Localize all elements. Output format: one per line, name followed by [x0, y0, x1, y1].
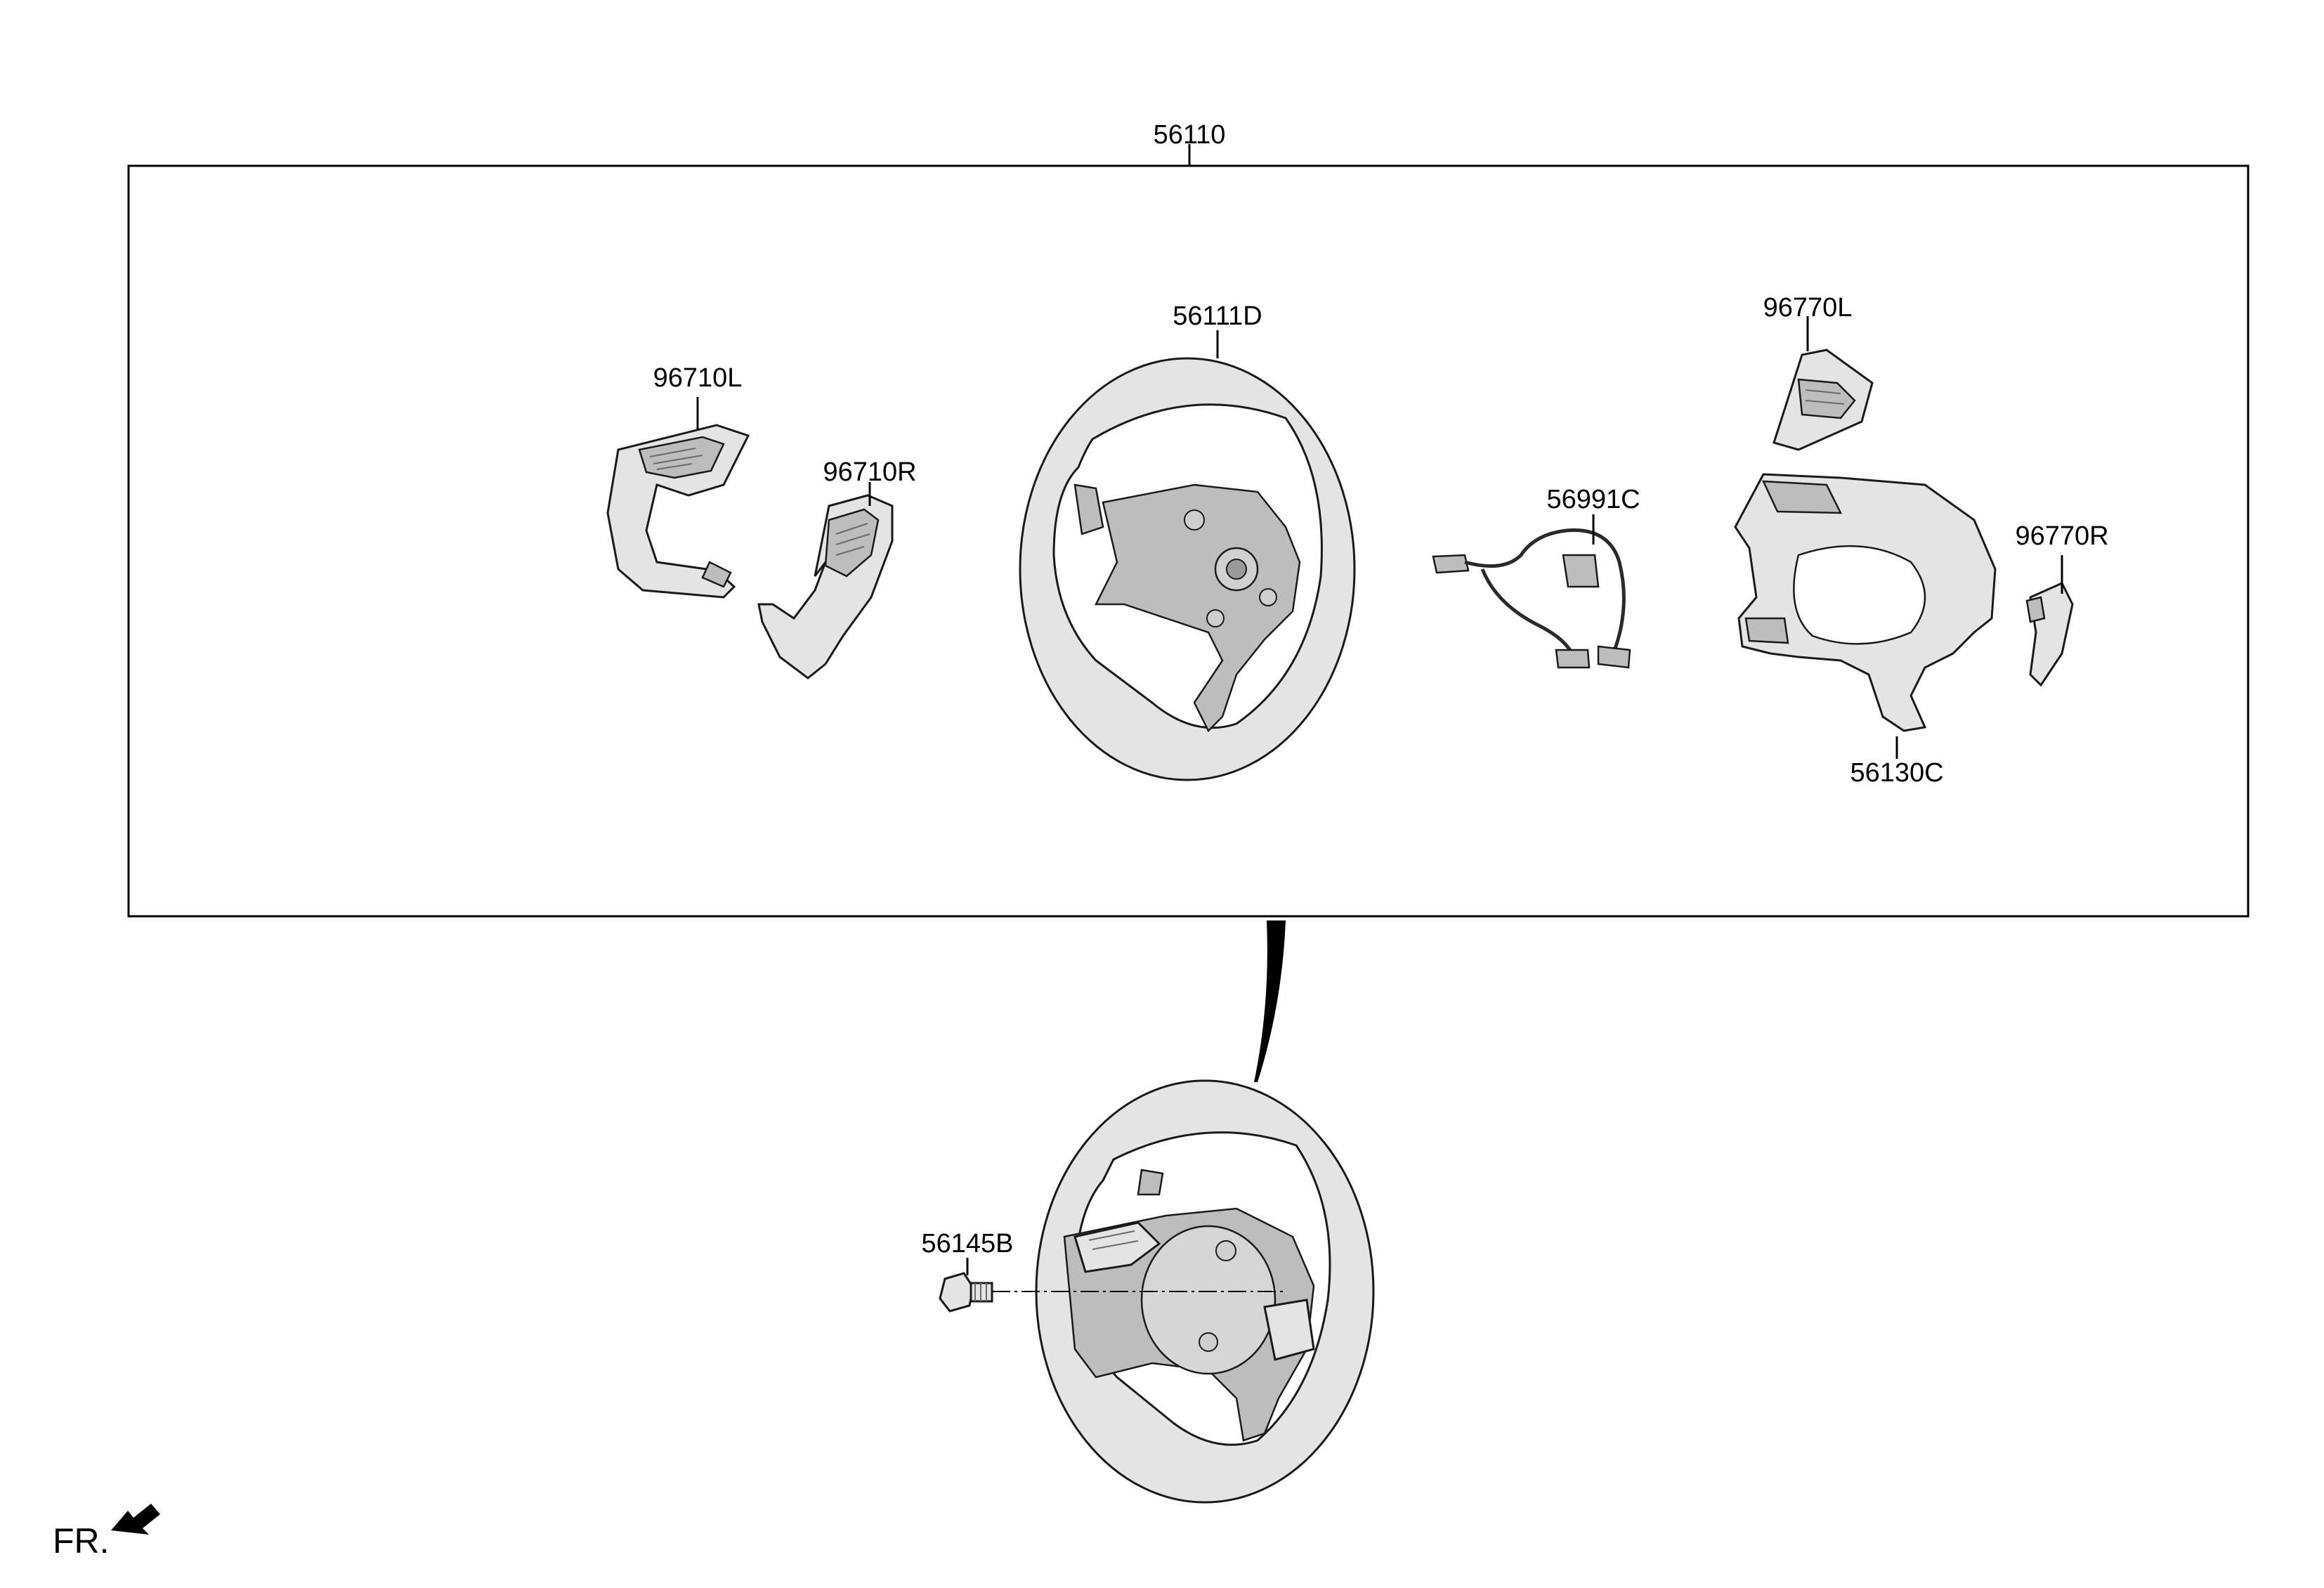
- steering-wheel-part[interactable]: [1019, 357, 1356, 781]
- bolt-part[interactable]: [939, 1272, 993, 1313]
- switch-right-part[interactable]: [757, 494, 894, 679]
- switch-left-part[interactable]: [606, 424, 750, 599]
- assembly-label[interactable]: 56110: [1154, 120, 1226, 150]
- extension-wire-label[interactable]: 56991C: [1546, 485, 1640, 514]
- steering-wheel-label[interactable]: 56111D: [1173, 301, 1262, 331]
- front-arrow-icon: [111, 1504, 160, 1535]
- assembly-pointer: [1254, 920, 1286, 1082]
- front-direction-indicator: FR.: [53, 1504, 160, 1561]
- lower-cover-part[interactable]: [1734, 473, 1997, 732]
- extension-wire-part[interactable]: [1432, 528, 1631, 669]
- switch-left-label[interactable]: 96710L: [653, 363, 743, 393]
- paddle-right-part[interactable]: [2025, 582, 2074, 687]
- bolt-label[interactable]: 56145B: [921, 1229, 1013, 1258]
- switch-right-label[interactable]: 96710R: [823, 457, 916, 487]
- paddle-left-label[interactable]: 96770L: [1763, 293, 1853, 323]
- assembled-steering-wheel[interactable]: [1035, 1079, 1375, 1504]
- paddle-right-label[interactable]: 96770R: [2015, 521, 2108, 551]
- paddle-left-part[interactable]: [1773, 349, 1874, 451]
- lower-cover-label[interactable]: 56130C: [1850, 758, 1943, 788]
- assembly-frame: 56110: [127, 120, 2250, 918]
- front-label: FR.: [53, 1521, 110, 1561]
